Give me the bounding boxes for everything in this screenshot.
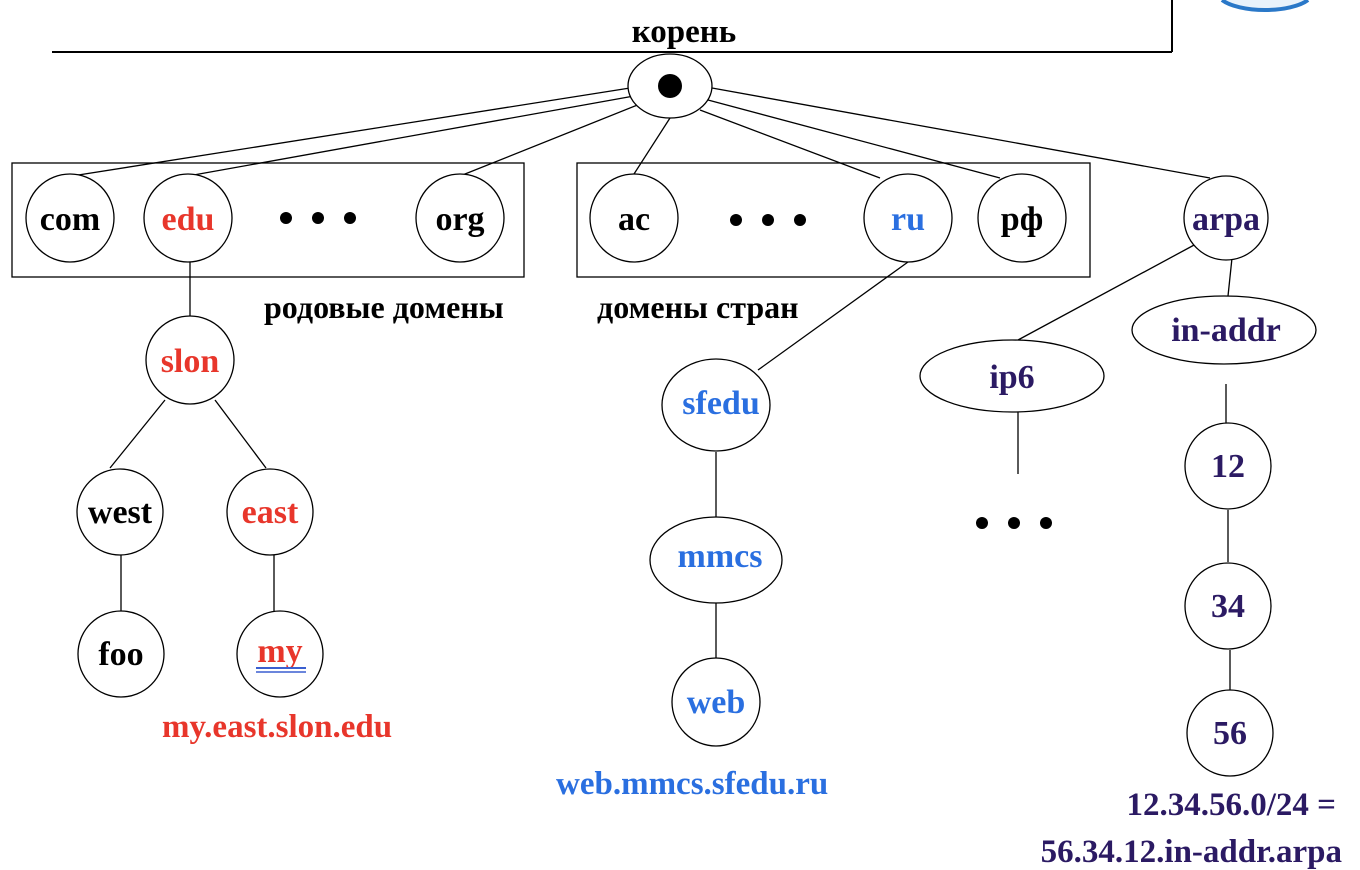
- node-56-label: 56: [1213, 715, 1247, 752]
- node-my-label: my: [257, 633, 302, 670]
- country-domains-label: домены стран: [597, 289, 799, 325]
- node-ru-label: ru: [891, 201, 925, 238]
- node-ip6-label: ip6: [989, 359, 1034, 396]
- node-12: [1184, 422, 1272, 510]
- ip6-ellipsis: [976, 517, 1052, 529]
- node-east: [226, 468, 314, 556]
- generic-ellipsis: [280, 212, 356, 224]
- node-west: [76, 468, 164, 556]
- subtree-edges: [109, 243, 1233, 690]
- node-ru: [863, 173, 953, 263]
- node-12-label: 12: [1211, 448, 1245, 485]
- node-slon-label: slon: [161, 343, 220, 380]
- root-edges: [71, 87, 1211, 179]
- node-56: [1186, 689, 1274, 777]
- node-ac: [589, 173, 679, 263]
- node-slon: [145, 315, 235, 405]
- node-com: [25, 173, 115, 263]
- edu-example-caption: my.east.slon.edu: [162, 709, 392, 745]
- node-org: [415, 173, 505, 263]
- node-mmcs: [649, 516, 783, 604]
- root-label: корень: [632, 14, 737, 50]
- node-foo-label: foo: [98, 636, 143, 673]
- node-west-label: west: [88, 494, 153, 531]
- node-edu-label: edu: [162, 201, 215, 238]
- node-foo: [77, 610, 165, 698]
- node-34-label: 34: [1211, 588, 1245, 625]
- node-in-addr-label: in-addr: [1171, 312, 1281, 349]
- node-my: [236, 610, 324, 698]
- node-ip6: [919, 339, 1105, 413]
- country-ellipsis: [730, 214, 806, 226]
- generic-domains-label: родовые домены: [264, 289, 504, 325]
- arpa-example-caption-1: 12.34.56.0/24 =: [1127, 787, 1336, 823]
- node-mmcs-label: mmcs: [678, 538, 763, 575]
- node-rf-label: рф: [1001, 201, 1043, 238]
- root-dot: [658, 74, 682, 98]
- node-sfedu-label: sfedu: [682, 385, 759, 422]
- node-rf: [977, 173, 1067, 263]
- node-in-addr: [1131, 295, 1317, 365]
- node-web: [671, 657, 761, 747]
- node-org-label: org: [435, 201, 484, 238]
- node-east-label: east: [242, 494, 299, 531]
- generic-domains-box: [11, 162, 525, 278]
- node-34: [1184, 562, 1272, 650]
- logo-fragment: [1220, 0, 1310, 12]
- arpa-example-caption-2: 56.34.12.in-addr.arpa: [1041, 834, 1342, 870]
- node-edu: [143, 173, 233, 263]
- node-arpa-label: arpa: [1192, 201, 1260, 238]
- node-sfedu: [661, 358, 771, 452]
- node-ac-label: ac: [618, 201, 650, 238]
- node-arpa: [1183, 175, 1269, 261]
- node-com-label: com: [40, 201, 100, 238]
- ru-example-caption: web.mmcs.sfedu.ru: [556, 766, 828, 802]
- node-web-label: web: [687, 684, 746, 721]
- country-domains-box: [576, 162, 1091, 278]
